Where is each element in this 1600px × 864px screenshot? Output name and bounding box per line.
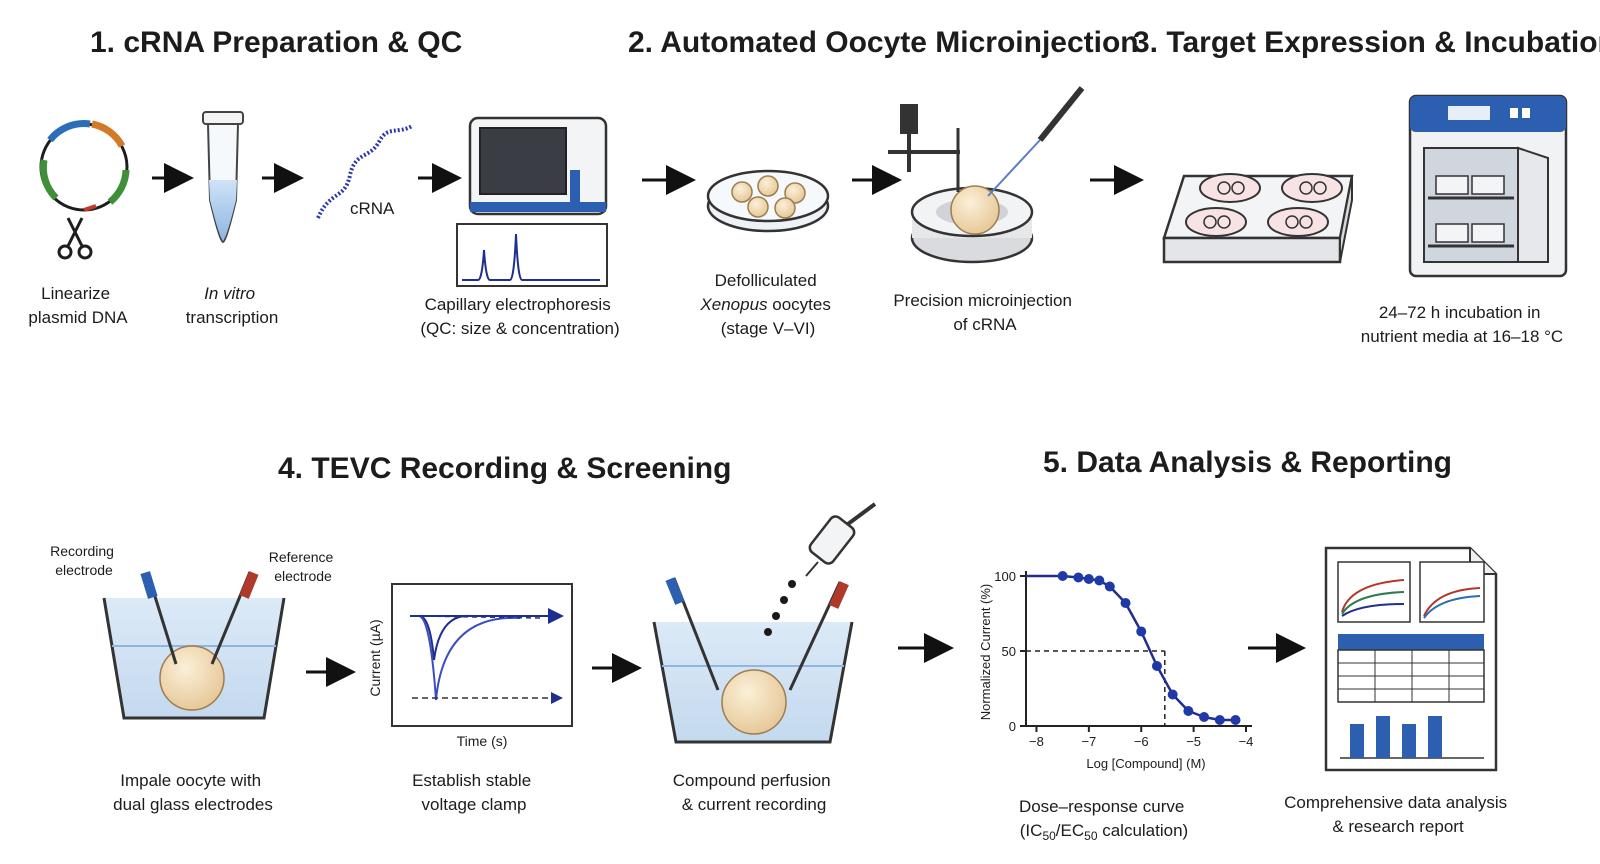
report-document-icon bbox=[1324, 546, 1498, 772]
x-tick-label: −6 bbox=[1134, 734, 1149, 749]
crna-strand-icon bbox=[316, 124, 413, 219]
y-tick-label: 50 bbox=[1002, 644, 1016, 659]
data-point bbox=[1214, 715, 1225, 725]
axis-label-time: Time (s) bbox=[457, 733, 508, 749]
data-point bbox=[1136, 626, 1147, 637]
caption-microinjection: Precision microinjection of cRNA bbox=[893, 291, 1076, 334]
data-point bbox=[1073, 572, 1084, 583]
dose-response-chart: −8 −7 −6 −5 −4 0 50 100 bbox=[994, 569, 1253, 749]
y-tick-label: 0 bbox=[1009, 719, 1016, 734]
section-title-expression: 3. Target Expression & Incubation bbox=[1133, 26, 1600, 59]
x-tick-label: −5 bbox=[1186, 734, 1201, 749]
section-title-tevc: 4. TEVC Recording & Screening bbox=[278, 452, 731, 485]
perfusion-chamber-icon bbox=[652, 502, 877, 744]
caption-clamp: Establish stable voltage clamp bbox=[412, 771, 536, 814]
plasmid-icon bbox=[39, 120, 130, 212]
label-reference-electrode: Reference electrode bbox=[269, 549, 337, 584]
data-point bbox=[1151, 661, 1162, 671]
data-point bbox=[1167, 689, 1178, 700]
capillary-instrument-icon bbox=[468, 116, 608, 216]
data-point bbox=[1057, 571, 1068, 581]
axis-label-current: Current (µA) bbox=[367, 619, 383, 696]
section-title-analysis: 5. Data Analysis & Reporting bbox=[1043, 446, 1452, 479]
x-tick-label: −4 bbox=[1239, 734, 1254, 749]
chart-y-label: Normalized Current (%) bbox=[978, 584, 993, 721]
caption-invitro: In vitro transcription bbox=[186, 284, 279, 327]
y-tick-label: 100 bbox=[994, 569, 1016, 584]
x-tick-label: −7 bbox=[1081, 734, 1096, 749]
current-trace-icon bbox=[391, 583, 573, 727]
caption-dose-response: Dose–response curve (IC50/EC50 calculati… bbox=[1019, 797, 1189, 843]
well-plate-icon bbox=[1162, 173, 1354, 264]
caption-incubation: 24–72 h incubation in nutrient media at … bbox=[1361, 303, 1563, 346]
label-recording-electrode: Recording electrode bbox=[50, 543, 118, 578]
x-tick-label: −8 bbox=[1029, 734, 1044, 749]
data-point bbox=[1199, 712, 1210, 722]
caption-defolliculated: Defolliculated Xenopus oocytes (stage V–… bbox=[699, 271, 835, 338]
data-point bbox=[1183, 706, 1194, 716]
data-point bbox=[1104, 581, 1115, 592]
scissors-icon bbox=[57, 217, 93, 260]
data-point bbox=[1120, 598, 1131, 608]
caption-report: Comprehensive data analysis & research r… bbox=[1284, 793, 1512, 836]
data-point bbox=[1083, 574, 1094, 584]
caption-impale: Impale oocyte with dual glass electrodes bbox=[113, 771, 273, 814]
dose-response-curve bbox=[1026, 574, 1236, 722]
section-title-crna-prep: 1. cRNA Preparation & QC bbox=[90, 26, 462, 59]
data-point bbox=[1094, 575, 1105, 586]
chart-x-label: Log [Compound] (M) bbox=[1086, 756, 1205, 771]
incubator-icon bbox=[1408, 94, 1568, 278]
test-tube-icon bbox=[202, 111, 244, 244]
section-title-microinjection: 2. Automated Oocyte Microinjection bbox=[628, 26, 1139, 59]
electropherogram-icon bbox=[456, 223, 608, 287]
caption-capillary: Capillary electrophoresis (QC: size & co… bbox=[420, 295, 619, 338]
caption-perfusion: Compound perfusion & current recording bbox=[673, 771, 836, 814]
data-point bbox=[1230, 715, 1241, 725]
caption-linearize: Linearize plasmid DNA bbox=[28, 284, 128, 327]
crna-label: cRNA bbox=[350, 199, 395, 218]
petri-dish-icon bbox=[706, 169, 830, 233]
bath-chamber-impale-icon bbox=[102, 571, 286, 720]
microinjection-rig-icon bbox=[888, 86, 1085, 264]
